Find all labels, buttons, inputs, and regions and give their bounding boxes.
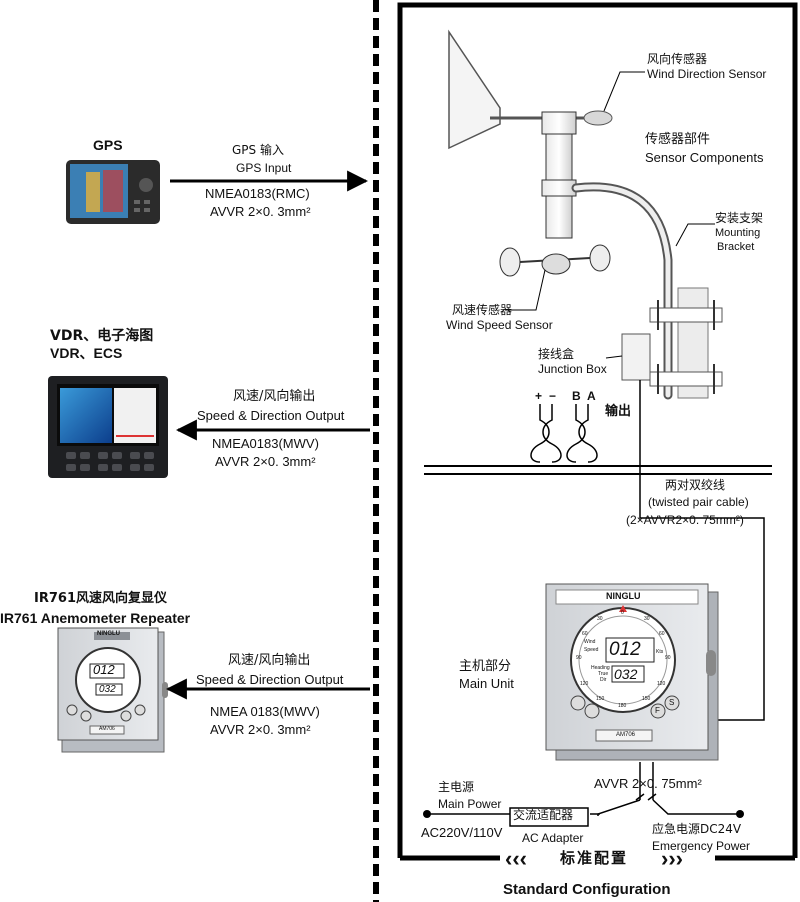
repeater-label-en: IR761 Anemometer Repeater xyxy=(0,610,191,626)
vdr-label-cn: VDR、电子海图 xyxy=(50,328,154,344)
mounting-bracket-label-cn: 安装支架 xyxy=(715,211,764,225)
repeater-brand: NINGLU xyxy=(97,631,120,637)
wind-sensor-assembly xyxy=(448,29,723,510)
mounting-bracket-label-en-2: Bracket xyxy=(717,241,755,253)
vdr-cable-spec: AVVR 2×0. 3mm² xyxy=(215,454,316,469)
main-unit-model: AM706 xyxy=(616,732,636,738)
main-power-terminal xyxy=(423,810,431,818)
ac-adapter-box xyxy=(509,807,589,827)
terminal-plus: + xyxy=(535,389,543,403)
repeater-label-cn: IR761风速风向复显仪 xyxy=(34,591,167,606)
repeater-protocol: NMEA 0183(MWV) xyxy=(210,704,320,719)
main-unit-scale-30l: 30 xyxy=(597,616,603,622)
main-power-label-cn: 主电源 xyxy=(438,780,475,794)
chevrons-right: ››› xyxy=(661,846,683,871)
repeater-speed-value: 012 xyxy=(93,662,115,677)
main-unit-label-heading: Heading xyxy=(591,665,610,671)
mounting-bracket-label-en-1: Mounting xyxy=(715,227,761,239)
repeater-output-label-cn: 风速/风向输出 xyxy=(228,653,311,668)
vdr-protocol: NMEA0183(MWV) xyxy=(212,436,319,451)
main-unit-scale-150r: 150 xyxy=(642,696,651,702)
ac-adapter-label-cn: 交流适配器 xyxy=(513,808,574,822)
gps-label: GPS xyxy=(93,137,123,153)
emergency-power-label-en: Emergency Power xyxy=(652,839,751,853)
main-unit-scale-90l: 90 xyxy=(576,655,582,661)
twisted-pair-spec: (2×AVVR2×0. 75mm²) xyxy=(626,513,744,527)
terminal-b: B xyxy=(572,389,581,403)
gps-device xyxy=(66,160,160,224)
main-unit-scale-120r: 120 xyxy=(657,681,666,687)
main-unit-scale-30r: 30 xyxy=(644,616,650,622)
main-unit-label-speed: Speed xyxy=(584,647,599,653)
main-unit-button-f: F xyxy=(655,706,660,715)
emergency-power-label-cn: 应急电源DC24V xyxy=(652,822,742,836)
chevrons-left: ‹‹‹ xyxy=(505,846,527,871)
main-unit-label-en: Main Unit xyxy=(459,676,514,691)
emergency-power-terminal xyxy=(736,810,744,818)
vdr-label-en: VDR、ECS xyxy=(50,345,123,361)
main-unit-scale-0: 0 xyxy=(621,610,624,616)
output-label-cn: 输出 xyxy=(605,404,632,419)
standard-configuration-frame xyxy=(397,2,798,858)
wind-direction-sensor-label-cn: 风向传感器 xyxy=(647,52,708,66)
wind-direction-sensor-label-en: Wind Direction Sensor xyxy=(647,67,767,81)
main-unit-unit: Kts xyxy=(656,649,664,655)
repeater-model: AM706 xyxy=(99,726,115,732)
ac-voltage-label: AC220V/110V xyxy=(421,825,503,840)
main-unit-speed-value: 012 xyxy=(609,639,641,660)
gps-cable-spec: AVVR 2×0. 3mm² xyxy=(210,204,311,219)
wind-speed-sensor-label-cn: 风速传感器 xyxy=(452,303,513,317)
standard-configuration-label-cn: 标准配置 xyxy=(560,849,629,867)
twisted-pair-cable xyxy=(639,510,765,721)
main-unit-scale-90r: 90 xyxy=(665,655,671,661)
gps-input-label-en: GPS Input xyxy=(236,161,292,175)
leader-lines xyxy=(505,71,715,359)
repeater-direction-value: 032 xyxy=(99,684,116,695)
main-unit-scale-60r: 60 xyxy=(659,631,665,637)
twisted-pair-label-cn: 两对双绞线 xyxy=(665,478,726,492)
twisted-pair-symbol xyxy=(530,404,598,463)
main-unit-label-wind: Wind xyxy=(584,639,596,645)
gps-input-label-cn: GPS 输入 xyxy=(232,143,284,157)
main-unit-label-true: True xyxy=(598,671,609,677)
power-wiring xyxy=(430,762,738,816)
sensor-components-label-en: Sensor Components xyxy=(645,150,764,165)
main-unit-button-s: S xyxy=(669,698,675,707)
wind-speed-sensor-label-en: Wind Speed Sensor xyxy=(446,318,553,332)
main-unit-label-dir: Dir xyxy=(600,677,607,683)
twisted-pair-label-en: (twisted pair cable) xyxy=(648,495,749,509)
main-unit-scale-60l: 60 xyxy=(582,631,588,637)
power-cable-spec: AVVR 2×0. 75mm² xyxy=(594,776,702,791)
sensor-components-label-cn: 传感器部件 xyxy=(645,132,711,147)
main-unit-direction-value: 032 xyxy=(614,666,638,682)
anemometer-repeater-device xyxy=(57,627,168,753)
terminal-minus: − xyxy=(549,389,557,403)
standard-configuration-label-en: Standard Configuration xyxy=(503,881,671,898)
main-unit-label-cn: 主机部分 xyxy=(459,659,512,674)
terminal-a: A xyxy=(587,389,596,403)
main-unit-scale-180: 180 xyxy=(618,703,627,709)
main-unit-scale-150l: 150 xyxy=(596,696,605,702)
main-unit-device xyxy=(545,583,719,761)
vdr-output-label-cn: 风速/风向输出 xyxy=(233,389,316,404)
junction-box-label-en: Junction Box xyxy=(538,362,607,376)
junction-box-label-cn: 接线盒 xyxy=(538,347,575,361)
vdr-output-label-en: Speed & Direction Output xyxy=(197,408,345,423)
main-unit-brand: NINGLU xyxy=(606,591,641,601)
ac-adapter-label-en: AC Adapter xyxy=(522,831,584,845)
gps-protocol: NMEA0183(RMC) xyxy=(205,186,310,201)
repeater-output-label-en: Speed & Direction Output xyxy=(196,672,344,687)
vdr-ecs-device xyxy=(48,376,168,478)
main-power-label-en: Main Power xyxy=(438,797,502,811)
main-unit-scale-120l: 120 xyxy=(580,681,589,687)
repeater-cable-spec: AVVR 2×0. 3mm² xyxy=(210,722,311,737)
